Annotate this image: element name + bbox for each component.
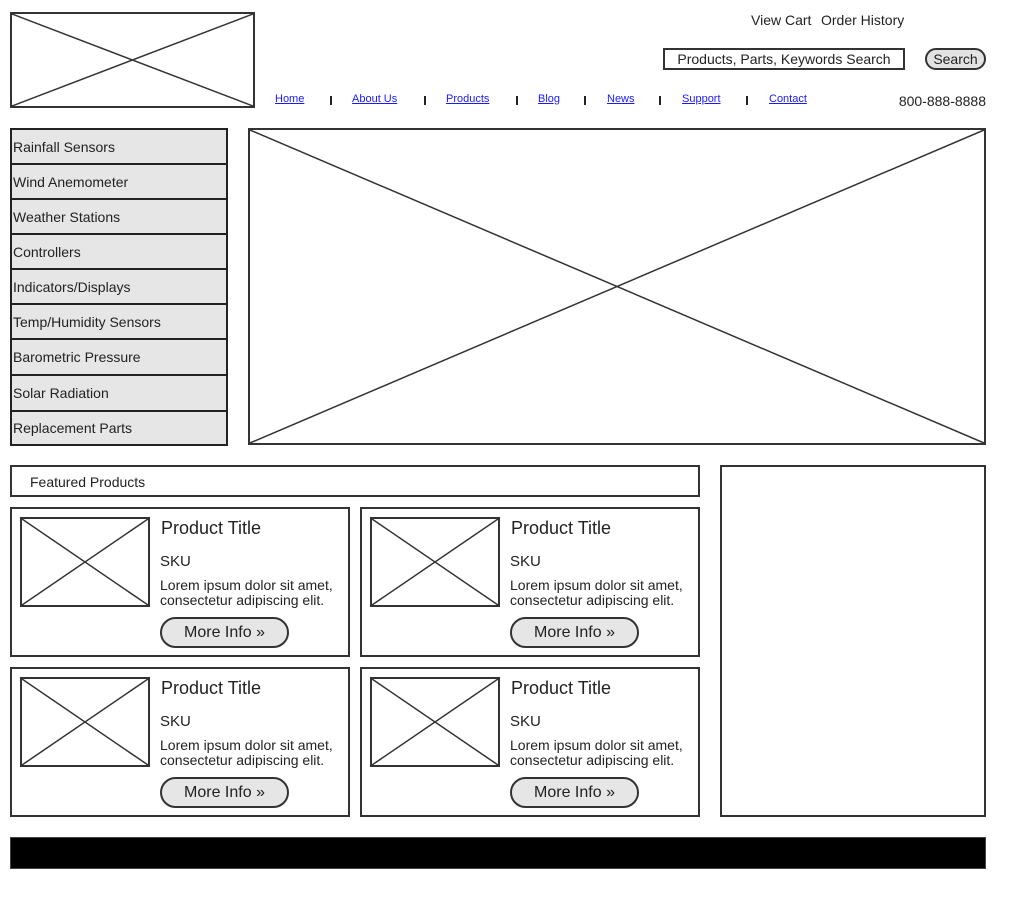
product-image-placeholder[interactable] (370, 517, 500, 607)
nav-separator (516, 96, 518, 105)
logo-placeholder[interactable] (10, 12, 255, 108)
sidebar-item-replacement-parts[interactable]: Replacement Parts (13, 420, 133, 436)
nav-home[interactable]: Home (275, 93, 305, 105)
more-info-button[interactable]: More Info » (160, 777, 289, 808)
nav-about-us[interactable]: About Us (352, 93, 398, 105)
sidebar-item-controllers[interactable]: Controllers (12, 235, 226, 270)
product-sku: SKU (510, 553, 541, 570)
footer-bar (10, 837, 986, 869)
product-description: Lorem ipsum dolor sit amet, consectetur … (510, 737, 683, 768)
product-title[interactable]: Product Title (511, 518, 612, 538)
product-sku: SKU (160, 553, 191, 570)
hero-banner-placeholder[interactable] (248, 128, 986, 445)
category-sidebar: Rainfall Sensors Wind Anemometer Weather… (10, 128, 228, 446)
featured-products-heading: Featured Products (30, 474, 146, 490)
nav-products[interactable]: Products (446, 93, 490, 105)
nav-blog[interactable]: Blog (538, 93, 561, 105)
more-info-button[interactable]: More Info » (510, 617, 639, 648)
sidebar-item-barometric-pressure[interactable]: Barometric Pressure (12, 340, 226, 376)
sidebar-item-solar-radiation[interactable]: Solar Radiation (12, 376, 226, 412)
featured-products-header: Featured Products (10, 465, 700, 497)
nav-separator (659, 96, 661, 105)
nav-separator (330, 96, 332, 105)
product-title[interactable]: Product Title (161, 678, 262, 698)
sidebar-item-weather-stations[interactable]: Weather Stations (12, 200, 226, 235)
nav-separator (746, 96, 748, 105)
more-info-button[interactable]: More Info » (510, 777, 639, 808)
product-card: Product Title SKU Lorem ipsum dolor sit … (360, 507, 700, 657)
more-info-button[interactable]: More Info » (160, 617, 289, 648)
sidebar-item-wind-anemometer[interactable]: Wind Anemometer (12, 165, 226, 200)
product-image-placeholder[interactable] (20, 517, 150, 607)
sidebar-item-rainfall-sensors[interactable]: Rainfall Sensors (12, 130, 226, 165)
search-input[interactable] (663, 48, 905, 70)
sidebar-item-temp-humidity-sensors[interactable]: Temp/Humidity Sensors (12, 305, 226, 340)
product-title[interactable]: Product Title (511, 678, 612, 698)
product-card: Product Title SKU Lorem ipsum dolor sit … (360, 667, 700, 817)
right-side-panel (720, 465, 986, 817)
phone-number: 800-888-8888 (898, 93, 986, 109)
product-image-placeholder[interactable] (20, 677, 150, 767)
product-sku: SKU (160, 713, 191, 730)
product-sku: SKU (510, 713, 541, 730)
nav-news[interactable]: News (607, 93, 635, 105)
product-description: Lorem ipsum dolor sit amet, consectetur … (510, 577, 683, 608)
product-title[interactable]: Product Title (161, 518, 262, 538)
view-cart-link[interactable]: View Cart (751, 12, 812, 28)
order-history-link[interactable]: Order History (821, 12, 905, 28)
product-card: Product Title SKU Lorem ipsum dolor sit … (10, 507, 350, 657)
product-description: Lorem ipsum dolor sit amet, consectetur … (160, 737, 333, 768)
product-card: Product Title SKU Lorem ipsum dolor sit … (10, 667, 350, 817)
nav-separator (424, 96, 426, 105)
nav-contact[interactable]: Contact (769, 93, 807, 105)
sidebar-item-indicators-displays[interactable]: Indicators/Displays (12, 270, 226, 305)
nav-separator (584, 96, 586, 105)
nav-support[interactable]: Support (682, 93, 721, 105)
main-nav: Home About Us Products Blog News Support… (275, 93, 815, 109)
product-image-placeholder[interactable] (370, 677, 500, 767)
product-description: Lorem ipsum dolor sit amet, consectetur … (160, 577, 333, 608)
search-button[interactable]: Search (925, 48, 986, 70)
